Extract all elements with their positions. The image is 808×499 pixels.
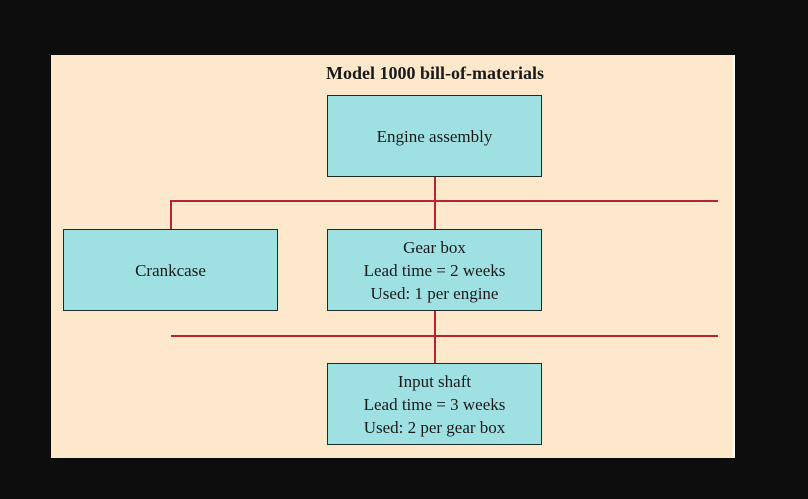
panel-right-edge xyxy=(733,55,735,458)
node-input-shaft: Input shaft Lead time = 3 weeks Used: 2 … xyxy=(327,363,542,445)
node-label: Gear box xyxy=(403,237,466,257)
connector-gearbox-drop xyxy=(434,200,436,229)
connector-level2-bar xyxy=(171,335,718,337)
connector-inputshaft-drop xyxy=(434,335,436,364)
node-crankcase: Crankcase xyxy=(63,229,278,311)
node-lead-time: Lead time = 2 weeks xyxy=(363,260,506,280)
connector-engine-down xyxy=(434,176,436,202)
node-gear-box: Gear box Lead time = 2 weeks Used: 1 per… xyxy=(327,229,542,311)
node-label: Engine assembly xyxy=(376,126,493,146)
node-label: Crankcase xyxy=(135,260,206,280)
node-lead-time: Lead time = 3 weeks xyxy=(363,394,506,414)
connector-crankcase-drop xyxy=(170,200,172,229)
connector-gearbox-down xyxy=(434,310,436,336)
node-label: Input shaft xyxy=(397,371,472,391)
diagram-panel: Model 1000 bill-of-materials Engine asse… xyxy=(51,55,733,458)
connector-level1-bar xyxy=(170,200,718,202)
diagram-title: Model 1000 bill-of-materials xyxy=(326,63,544,83)
node-engine-assembly: Engine assembly xyxy=(327,95,542,177)
node-usage: Used: 1 per engine xyxy=(370,283,499,303)
node-usage: Used: 2 per gear box xyxy=(363,417,506,437)
